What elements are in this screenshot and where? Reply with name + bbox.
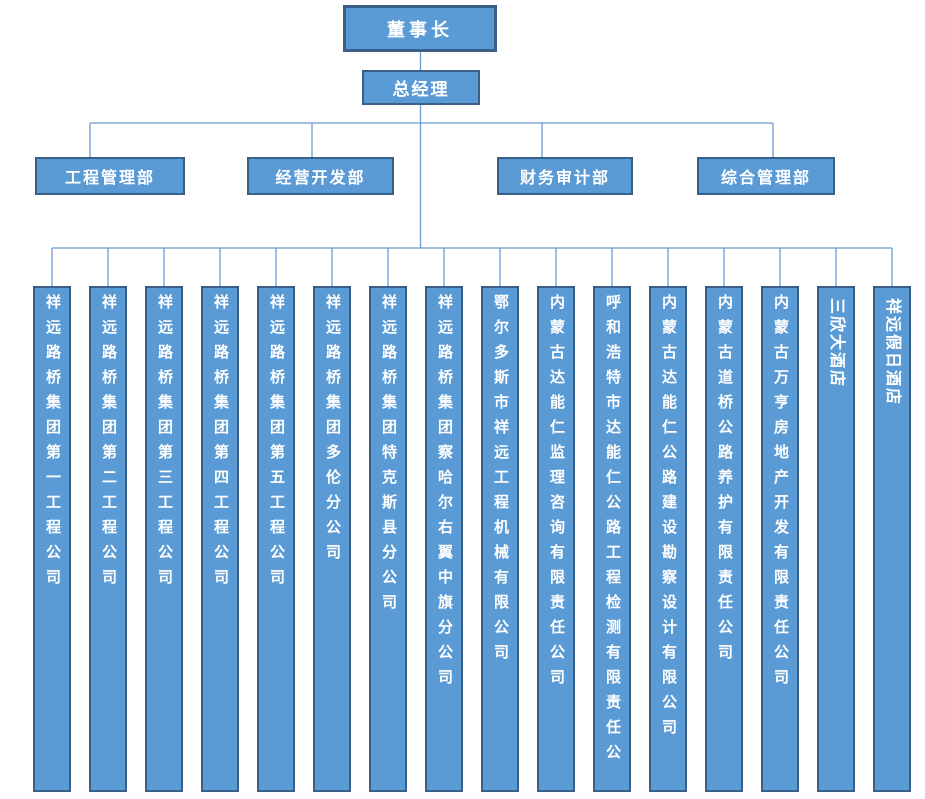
subsidiary-node: 祥远路桥集团第二工程公司 [89, 286, 127, 792]
subsidiary-node: 祥远假日酒店 [873, 286, 911, 792]
subsidiary-label: 鄂尔多斯市祥远工程机械有限公司 [492, 294, 509, 669]
department-node: 工程管理部 [35, 157, 185, 195]
subsidiary-node: 祥远路桥集团多伦分公司 [313, 286, 351, 792]
subsidiary-label: 祥远路桥集团第五工程公司 [268, 294, 285, 594]
subsidiary-label: 祥远路桥集团第二工程公司 [100, 294, 117, 594]
subsidiary-label: 三欣大酒店 [828, 298, 845, 389]
department-node: 经营开发部 [247, 157, 394, 195]
subsidiary-node: 祥远路桥集团察哈尔右翼中旗分公司 [425, 286, 463, 792]
subsidiary-label: 祥远假日酒店 [884, 298, 901, 407]
subsidiary-node: 祥远路桥集团特克斯县分公司 [369, 286, 407, 792]
subsidiary-node: 呼和浩特市达能仁公路工程检测有限责任公司 [593, 286, 655, 792]
subsidiary-label: 内蒙古道桥公路养护有限责任公司 [716, 294, 733, 669]
subsidiary-node: 鄂尔多斯市祥远工程机械有限公司 [481, 286, 519, 792]
subsidiary-node: 内蒙古达能仁监理咨询有限责任公司 [537, 286, 575, 792]
department-node: 综合管理部 [697, 157, 835, 195]
subsidiary-node: 祥远路桥集团第一工程公司 [33, 286, 71, 792]
subsidiary-label: 内蒙古达能仁监理咨询有限责任公司 [548, 294, 565, 694]
subsidiary-label: 祥远路桥集团察哈尔右翼中旗分公司 [436, 294, 453, 694]
subsidiary-node: 内蒙古达能仁公路建设勘察设计有限公司 [649, 286, 687, 792]
subsidiary-label: 祥远路桥集团第一工程公司 [44, 294, 61, 594]
subsidiary-node: 祥远路桥集团第五工程公司 [257, 286, 295, 792]
general-manager-node: 总经理 [362, 70, 480, 105]
subsidiary-node: 祥远路桥集团第三工程公司 [145, 286, 183, 792]
subsidiary-node: 内蒙古道桥公路养护有限责任公司 [705, 286, 743, 792]
subsidiary-label: 祥远路桥集团第四工程公司 [212, 294, 229, 594]
subsidiary-node: 祥远路桥集团第四工程公司 [201, 286, 239, 792]
subsidiary-node: 内蒙古万亨房地产开发有限责任公司 [761, 286, 799, 792]
department-node: 财务审计部 [497, 157, 633, 195]
subsidiary-label: 祥远路桥集团特克斯县分公司 [380, 294, 397, 619]
chairman-node: 董事长 [343, 5, 497, 52]
subsidiary-node: 三欣大酒店 [817, 286, 855, 792]
subsidiary-label: 内蒙古万亨房地产开发有限责任公司 [772, 294, 789, 694]
subsidiary-label: 呼和浩特市达能仁公路工程检测有限责任公司 [604, 294, 655, 769]
subsidiary-label: 内蒙古达能仁公路建设勘察设计有限公司 [660, 294, 677, 744]
subsidiary-label: 祥远路桥集团第三工程公司 [156, 294, 173, 594]
subsidiary-label: 祥远路桥集团多伦分公司 [324, 294, 341, 569]
